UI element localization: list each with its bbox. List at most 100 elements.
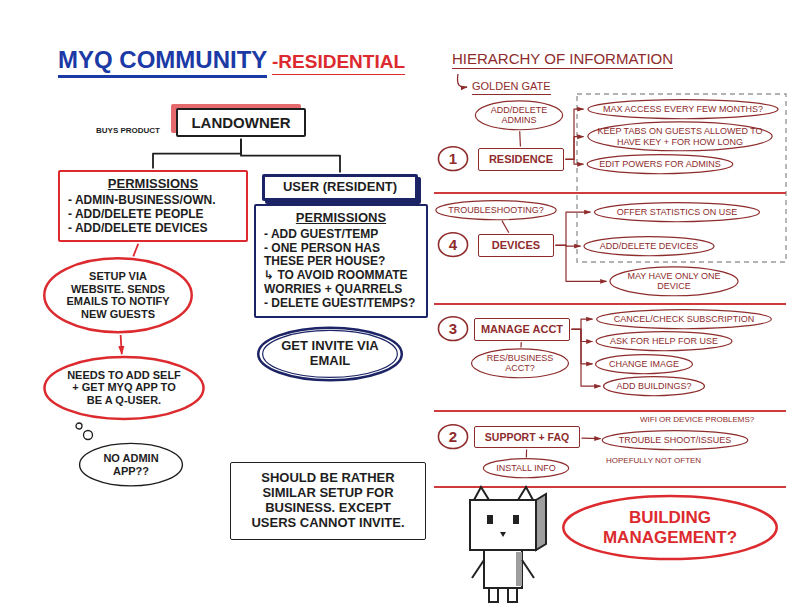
oval-outline [596, 354, 693, 373]
node-text: CHANGE IMAGE [606, 359, 682, 369]
oval-outline [610, 267, 738, 296]
oval-outline [604, 377, 705, 396]
oval-outline [472, 349, 569, 378]
node-text: MAX ACCESS EVERY FEW MONTHS? [597, 104, 769, 114]
node-text: DEVICES [484, 239, 548, 252]
node-text: TROUBLE SHOOT/ISSUES [612, 435, 738, 445]
note-box: SHOULD BE RATHER SIMILAR SETUP FOR BUSIN… [230, 462, 426, 540]
topic-oval: ADD BUILDINGS? [602, 376, 706, 396]
box-heading: PERMISSIONS [68, 177, 238, 192]
node-text: - ADD/DELETE PEOPLE [68, 208, 238, 222]
connector [519, 131, 521, 146]
robot-eye [513, 515, 519, 524]
node-text: 1 [438, 150, 468, 167]
section-heading: HIERARCHY OF INFORMATION [452, 50, 673, 69]
node-text: 4 [438, 236, 468, 253]
node-text: 3 [438, 320, 468, 337]
connector [566, 159, 584, 164]
oval-outline [258, 327, 402, 380]
node-text: - ADMIN-BUSINESS/OWN. [68, 194, 238, 208]
node-text: ADD/DELETE ADMINS [486, 105, 552, 126]
connector [241, 139, 340, 173]
diagram-title: MYQ COMMUNITY [58, 46, 267, 78]
box-heading: PERMISSIONS [264, 211, 418, 226]
oval-outline [44, 357, 203, 419]
subheading: GOLDEN GATE [472, 80, 551, 95]
oval-outline [438, 147, 467, 171]
robot-body [484, 550, 522, 588]
node-text: USER (RESIDENT) [271, 180, 409, 195]
topic-oval: CHANGE IMAGE [594, 354, 694, 374]
robot-arm [522, 560, 534, 578]
node-text: MANAGE ACCT [480, 323, 564, 336]
oval-outline [80, 444, 183, 487]
oval-outline [602, 431, 748, 450]
oval-outline [596, 332, 732, 351]
oval-outline [475, 101, 562, 130]
note-oval: GET INVITE VIA EMAIL [256, 326, 404, 382]
section-box: RESIDENCE [478, 148, 564, 171]
node-text: NO ADMIN APP?? [94, 452, 168, 477]
oval-outline [588, 122, 772, 151]
node-text: ADD/DELETE DEVICES [594, 241, 704, 251]
oval-outline [436, 201, 556, 220]
oval-outline [587, 155, 733, 174]
section-divider [434, 192, 786, 194]
topic-oval: CANCEL/CHECK SUBSCRIPTION [594, 309, 774, 329]
node-text: MAY HAVE ONLY ONE DEVICE [620, 271, 728, 292]
connector [582, 438, 601, 440]
robot-head [470, 500, 536, 550]
note-oval: SETUP VIA WEBSITE. SENDS EMAILS TO NOTIF… [42, 256, 194, 335]
node-text: ADD BUILDINGS? [614, 381, 694, 391]
robot-leg [489, 588, 498, 602]
callout-number: 4 [438, 232, 468, 257]
role-box: USER (RESIDENT) [262, 174, 418, 201]
robot-arm [472, 560, 484, 578]
oval-outline [584, 237, 714, 256]
oval-outline [263, 330, 398, 377]
connector [556, 212, 591, 245]
oval-outline [595, 203, 760, 222]
section-box: MANAGE ACCT [474, 318, 570, 341]
node-text: - ADD/DELETE DEVICES [68, 222, 238, 236]
node-text: GET INVITE VIA EMAIL [280, 339, 380, 369]
thought-dots [72, 422, 102, 442]
permission-box: PERMISSIONS- ADMIN-BUSINESS/OWN.- ADD/DE… [58, 170, 248, 242]
oval-outline [483, 459, 568, 478]
node-text: SETUP VIA WEBSITE. SENDS EMAILS TO NOTIF… [66, 270, 170, 321]
connector [572, 329, 593, 364]
node-text: - ONE PERSON HAS THESE PER HOUSE? [264, 242, 418, 270]
node-text: 2 [438, 428, 468, 445]
node-text: RES/BUSINESS ACCT? [482, 353, 558, 374]
pointer-arrow [457, 74, 467, 87]
topic-oval: ASK FOR HELP FOR USE [594, 331, 734, 351]
oval-outline [597, 310, 772, 329]
title-suffix: -RESIDENTIAL [272, 51, 405, 75]
connector [520, 342, 522, 347]
topic-oval: OFFER STATISTICS ON USE [592, 202, 762, 222]
dashed-group-frame [577, 94, 786, 262]
node-text: CANCEL/CHECK SUBSCRIPTION [606, 314, 762, 324]
thought-dot [76, 423, 82, 429]
callout-number: 3 [438, 316, 468, 341]
section-box: DEVICES [478, 234, 554, 257]
connector [133, 244, 138, 257]
permission-box: PERMISSIONS - ADD GUEST/TEMP- ONE PERSON … [254, 204, 428, 318]
topic-oval: MAY HAVE ONLY ONE DEVICE [608, 266, 740, 297]
connector [566, 109, 584, 159]
robot-leg [508, 588, 517, 602]
node-text: - ADD GUEST/TEMP [264, 228, 418, 242]
robot-mouth [500, 532, 506, 537]
section-divider [434, 410, 786, 412]
connector [526, 450, 527, 458]
oval-outline [44, 258, 191, 332]
topic-oval: MAX ACCESS EVERY FEW MONTHS? [585, 99, 781, 119]
node-text: RESIDENCE [484, 153, 558, 166]
node-text: - DELETE GUEST/TEMPS? [264, 297, 418, 311]
connector [572, 319, 593, 329]
section-divider [434, 303, 786, 305]
robot-head-side [536, 494, 546, 550]
callout-number: 2 [438, 424, 468, 449]
node-text: ↳ TO AVOID ROOMMATE WORRIES + QUARRELS [264, 269, 418, 297]
oval-outline [438, 233, 467, 257]
